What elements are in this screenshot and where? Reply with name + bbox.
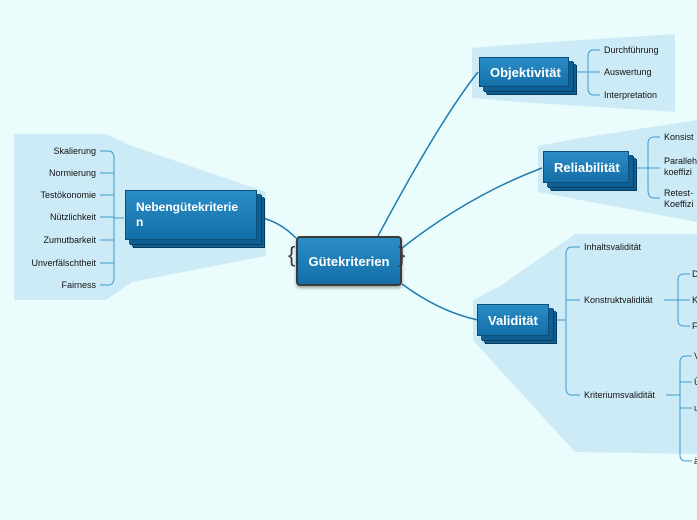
brace-left: { (288, 242, 296, 267)
line-center-objektivitaet (377, 71, 479, 237)
leaf-kriterium-sub-1[interactable]: V (694, 351, 697, 362)
line-center-neben (261, 217, 297, 239)
leaf-kriterium-sub-3[interactable]: u (694, 403, 697, 413)
node-objektivitaet-label: Objektivität (490, 64, 561, 80)
central-topic[interactable]: Gütekriterien (296, 236, 402, 286)
leaf-nuetzlichkeit[interactable]: Nützlichkeit (49, 212, 96, 222)
brace-right: } (398, 242, 406, 267)
leaf-interpretation[interactable]: Interpretation (604, 90, 658, 100)
node-validitaet[interactable]: Validität (477, 304, 549, 336)
leaf-retest[interactable]: Retest- Koeffizi (664, 188, 693, 210)
leaf-fairness[interactable]: Fairness (61, 280, 96, 290)
leaf-kriteriumsvaliditaet[interactable]: Kriteriumsvalidität (584, 390, 656, 400)
leaf-konstruktvaliditaet[interactable]: Konstruktvalidität (584, 295, 653, 305)
node-reliabilitaet-label: Reliabilität (554, 159, 620, 175)
leaf-retest-line1: Retest- (664, 188, 694, 198)
node-nebenguetekriterien[interactable]: Nebengütekriterie n (125, 190, 257, 240)
leaf-testoekonomie[interactable]: Testökonomie (40, 190, 96, 200)
central-topic-label: Gütekriterien (308, 253, 390, 269)
leaf-durchfuehrung[interactable]: Durchführung (604, 45, 659, 55)
node-objektivitaet[interactable]: Objektivität (479, 57, 569, 87)
leaf-retest-line2: Koeffizi (664, 199, 694, 209)
leaf-kriterium-sub-2[interactable]: Ü (694, 377, 697, 388)
leaf-kriterium-sub-4[interactable]: ä (694, 456, 697, 466)
leaf-konsistenz[interactable]: Konsist (664, 132, 694, 142)
node-validitaet-label: Validität (488, 312, 538, 328)
leaf-normierung[interactable]: Normierung (48, 168, 96, 178)
leaf-auswertung[interactable]: Auswertung (604, 67, 652, 77)
leaf-inhaltsvaliditaet[interactable]: Inhaltsvalidität (584, 242, 642, 252)
leaf-unverfaelschtheit[interactable]: Unverfälschtheit (31, 258, 96, 268)
leaf-skalierung[interactable]: Skalierung (53, 146, 96, 156)
line-center-validitaet (401, 283, 479, 321)
neben-label-line1: Nebengütekriterie (136, 200, 239, 214)
node-reliabilitaet[interactable]: Reliabilität (543, 151, 629, 183)
leaf-paralleltest[interactable]: Paralleh koeffizi (664, 156, 697, 178)
leaf-paralleltest-line2: koeffizi (664, 167, 692, 177)
leaf-konstrukt-sub-3[interactable]: F (692, 321, 697, 331)
leaf-zumutbarkeit[interactable]: Zumutbarkeit (43, 235, 96, 245)
panel-objektivitaet (472, 34, 675, 112)
leaf-paralleltest-line1: Paralleh (664, 156, 697, 166)
leaf-konstrukt-sub-2[interactable]: K (692, 295, 697, 305)
leaf-konstrukt-sub-1[interactable]: D (692, 269, 697, 279)
line-center-reliabilitaet (401, 167, 543, 249)
panel-validitaet (473, 234, 697, 454)
neben-label-line2: n (136, 215, 144, 229)
node-nebenguetekriterien-label: Nebengütekriterie n (136, 200, 238, 230)
